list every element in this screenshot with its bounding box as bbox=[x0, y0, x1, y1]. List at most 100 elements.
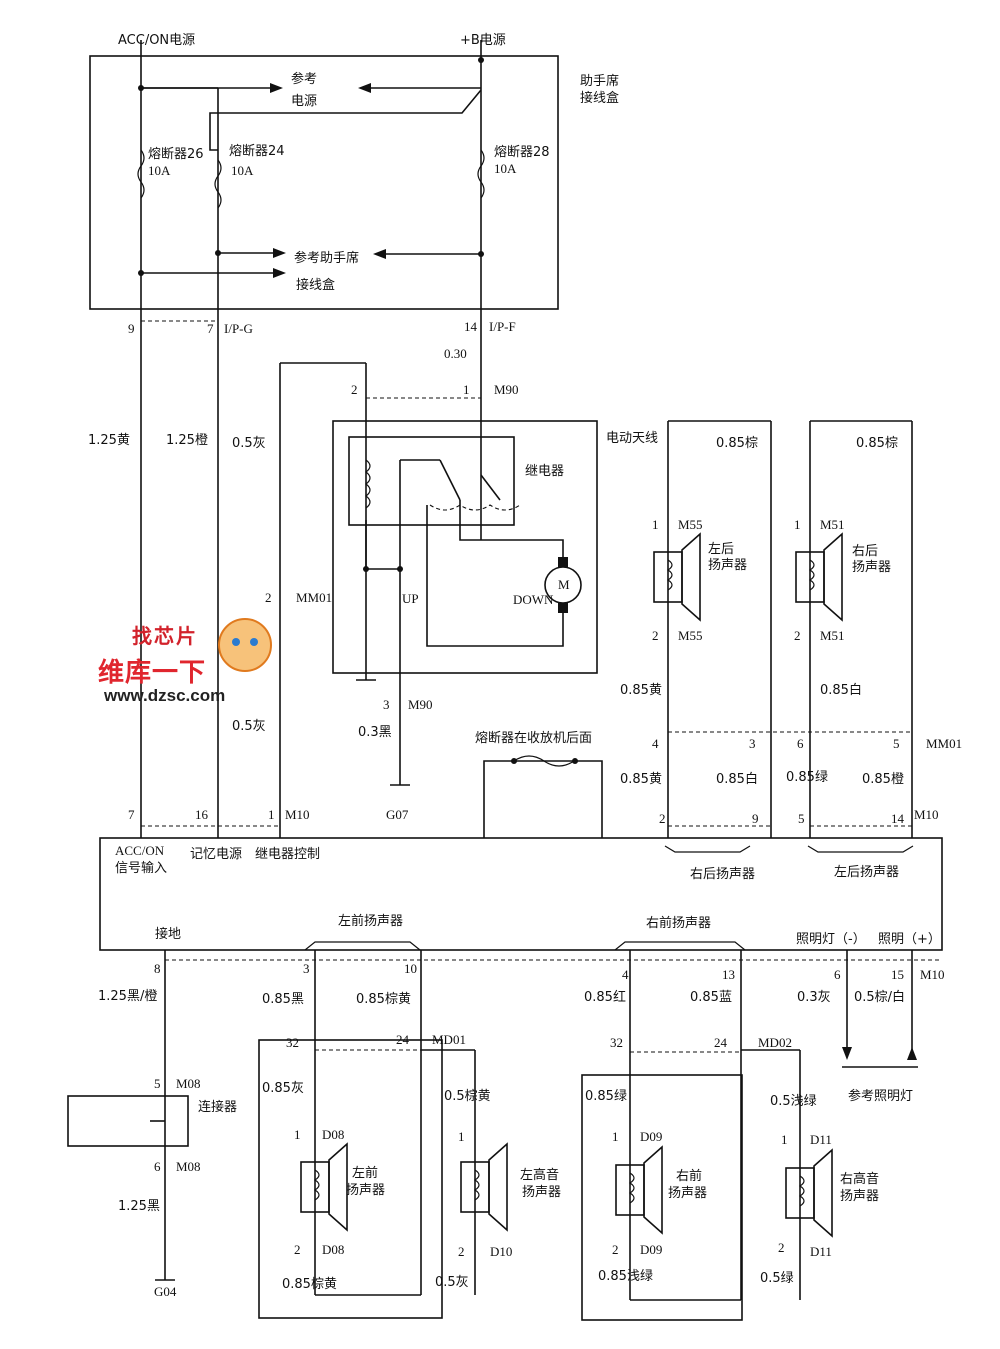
d09-pin-1: 1 bbox=[612, 1129, 619, 1144]
ground-g07: G07 bbox=[386, 807, 409, 822]
m55-pin-1: 1 bbox=[652, 517, 659, 532]
wire-05-brown-white: 0.5棕/白 bbox=[854, 990, 906, 1005]
m90-pin-1: 1 bbox=[463, 382, 470, 397]
m90-label: M90 bbox=[494, 382, 519, 397]
m10-pin-2: 2 bbox=[659, 811, 666, 826]
ref-junction-1: 参考助手席 bbox=[294, 251, 360, 266]
acc-on-power-label: ACC/ON电源 bbox=[118, 33, 196, 48]
m10-pin-9: 9 bbox=[752, 811, 759, 826]
wire-085-brown-yellow-2: 0.85棕黄 bbox=[282, 1277, 337, 1292]
junction-box-label-2: 接线盒 bbox=[580, 91, 620, 106]
d08-label-2: D08 bbox=[322, 1242, 345, 1257]
m10-label-3: M10 bbox=[920, 967, 945, 982]
radio-illum-pos: 照明（+） bbox=[878, 932, 941, 947]
d10-pin-2: 2 bbox=[458, 1244, 465, 1259]
mm01-label: MM01 bbox=[296, 590, 333, 605]
d10-label: D10 bbox=[490, 1244, 513, 1259]
m90-pin-2: 2 bbox=[351, 382, 358, 397]
logo-line-2: 维库一下 bbox=[98, 658, 207, 688]
m55-label-2: M55 bbox=[678, 628, 703, 643]
wire-05-light-green: 0.5浅绿 bbox=[770, 1094, 817, 1109]
wire-05-brown-yellow: 0.5棕黄 bbox=[444, 1089, 491, 1104]
relay-down: DOWN bbox=[513, 592, 554, 607]
relay-label: 继电器 bbox=[525, 464, 565, 479]
m08-pin-5: 5 bbox=[154, 1076, 161, 1091]
m10-pin-14: 14 bbox=[891, 811, 904, 826]
wire-085-red: 0.85红 bbox=[584, 990, 626, 1005]
fuse-28-rating: 10A bbox=[494, 161, 517, 176]
relay-up: UP bbox=[402, 591, 419, 606]
radio-illum-neg: 照明灯（-） bbox=[796, 932, 866, 947]
pin-8: 8 bbox=[154, 961, 161, 976]
m10-pin-5: 5 bbox=[798, 811, 805, 826]
pin-7: 7 bbox=[207, 321, 214, 336]
wire-05-green: 0.5绿 bbox=[760, 1271, 794, 1286]
fuse-26-rating: 10A bbox=[148, 163, 171, 178]
md01-label: MD01 bbox=[432, 1032, 466, 1047]
mm01-label-2: MM01 bbox=[926, 736, 963, 751]
wire-085-green: 0.85绿 bbox=[786, 770, 828, 785]
pin-9: 9 bbox=[128, 321, 135, 336]
d11-pin-2: 2 bbox=[778, 1240, 785, 1255]
logo-line-1: 找芯片 bbox=[132, 624, 198, 648]
pin-15: 15 bbox=[891, 967, 904, 982]
wire-125-black: 1.25黑 bbox=[118, 1199, 160, 1214]
connector-ipg: I/P-G bbox=[224, 321, 253, 336]
mm01-pin-2: 2 bbox=[265, 590, 272, 605]
radio-acc-on: ACC/ON bbox=[115, 843, 165, 858]
d10-pin-1: 1 bbox=[458, 1129, 465, 1144]
fuse-26-name: 熔断器26 bbox=[148, 147, 204, 162]
pin-13: 13 bbox=[722, 967, 735, 982]
watermark-logo: 找芯片 维库一下 www.dzsc.com bbox=[98, 612, 288, 707]
m55-pin-2: 2 bbox=[652, 628, 659, 643]
mm01-pin-4: 4 bbox=[652, 736, 659, 751]
radio-mem-power: 记忆电源 bbox=[190, 847, 243, 862]
d08-pin-1: 1 bbox=[294, 1127, 301, 1142]
fuse-28-name: 熔断器28 bbox=[494, 145, 550, 160]
d09-label: D09 bbox=[640, 1129, 663, 1144]
front-right-speaker-1: 右前 bbox=[676, 1169, 703, 1184]
radio-signal-in: 信号输入 bbox=[115, 861, 168, 876]
mm01-pin-3: 3 bbox=[749, 736, 756, 751]
wire-05-gray: 0.5灰 bbox=[232, 436, 266, 451]
m90-pin-3: 3 bbox=[383, 697, 390, 712]
pin-4: 4 bbox=[622, 967, 629, 982]
connector-ipf: I/P-F bbox=[489, 319, 516, 334]
wire-085-brown-1: 0.85棕 bbox=[716, 436, 758, 451]
wire-085-gray: 0.85灰 bbox=[262, 1081, 304, 1096]
motor-label: M bbox=[558, 577, 570, 592]
connector-label: 连接器 bbox=[198, 1100, 238, 1115]
wire-085-green-2: 0.85绿 bbox=[585, 1089, 627, 1104]
d11-label-2: D11 bbox=[810, 1244, 832, 1259]
m51-pin-1: 1 bbox=[794, 517, 801, 532]
m10-label: M10 bbox=[285, 807, 310, 822]
m10-pin-1: 1 bbox=[268, 807, 275, 822]
m10-pin-7: 7 bbox=[128, 807, 135, 822]
d11-label: D11 bbox=[810, 1132, 832, 1147]
front-left-speaker-2: 扬声器 bbox=[346, 1183, 386, 1198]
m90-label-2: M90 bbox=[408, 697, 433, 712]
tweeter-right-2: 扬声器 bbox=[840, 1189, 880, 1204]
pin-14: 14 bbox=[464, 319, 477, 334]
m55-label: M55 bbox=[678, 517, 703, 532]
pin-10: 10 bbox=[404, 961, 417, 976]
wire-085-white-1: 0.85白 bbox=[820, 683, 862, 698]
front-right-speaker-2: 扬声器 bbox=[668, 1186, 708, 1201]
d09-pin-2: 2 bbox=[612, 1242, 619, 1257]
wire-125-black-orange: 1.25黑/橙 bbox=[98, 989, 158, 1004]
wire-085-orange: 0.85橙 bbox=[862, 772, 904, 787]
radio-front-right-speaker: 右前扬声器 bbox=[646, 916, 712, 931]
md01-pin-32: 32 bbox=[286, 1035, 299, 1050]
ground-g04: G04 bbox=[154, 1284, 177, 1299]
front-left-speaker-1: 左前 bbox=[352, 1166, 379, 1181]
m08-label-2: M08 bbox=[176, 1159, 201, 1174]
m08-pin-6: 6 bbox=[154, 1159, 161, 1174]
fuse-note: 熔断器在收放机后面 bbox=[475, 731, 593, 746]
ref-power-1: 参考 bbox=[291, 72, 318, 87]
radio-ground: 接地 bbox=[155, 927, 182, 942]
wire-05-gray-2: 0.5灰 bbox=[232, 719, 266, 734]
wire-085-yellow-1: 0.85黄 bbox=[620, 683, 662, 698]
md01-pin-24: 24 bbox=[396, 1032, 409, 1047]
